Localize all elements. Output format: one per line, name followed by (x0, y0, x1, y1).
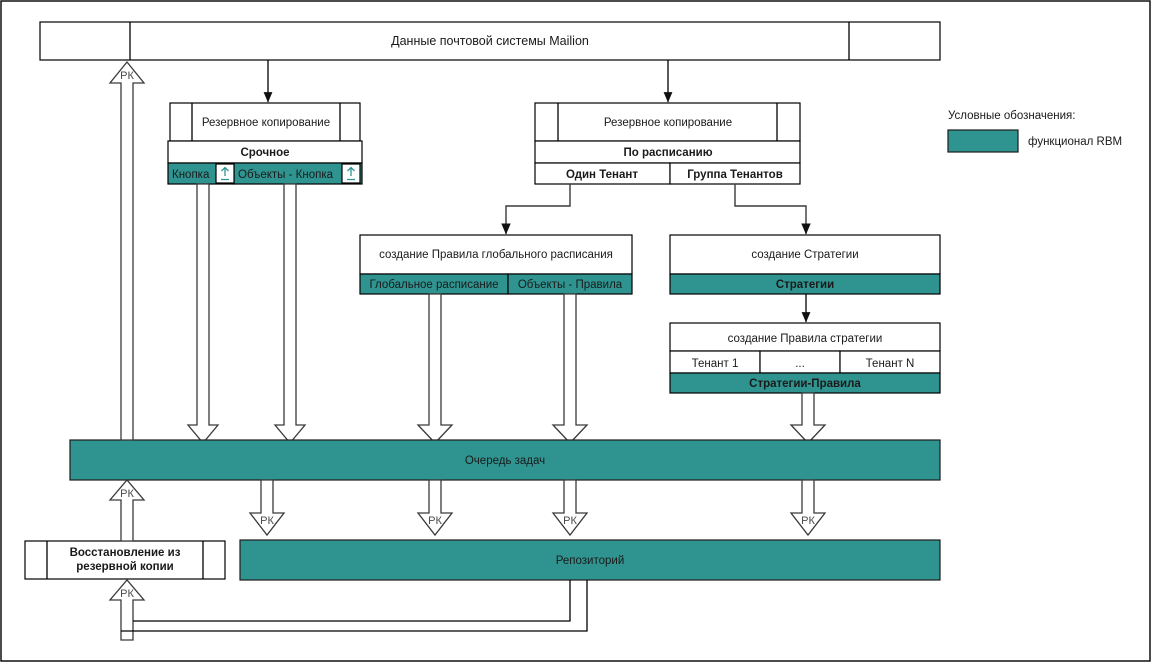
strategy-rule-header-label: создание Правила стратегии (728, 333, 883, 345)
tenant-1-label: ... (795, 358, 805, 370)
strategy-header-label: создание Стратегии (751, 249, 858, 261)
upload-icon (347, 166, 355, 181)
strategy-rule-footer-label: Стратегии-Правила (749, 378, 861, 390)
repository-bar (239, 539, 941, 581)
tenant-2-label: Тенант N (866, 358, 915, 370)
legend (947, 129, 1019, 153)
arrow-label-rk: РК (801, 515, 815, 527)
arrow-label-rk: РК (120, 488, 134, 500)
strategy-cell-0-label: Стратегии (776, 279, 834, 291)
strategy-box (669, 234, 941, 295)
arrow-label-rk: РК (120, 588, 134, 600)
restore-box-line2: резервной копии (76, 561, 173, 573)
upload-icon (221, 166, 229, 181)
tenant-0-label: Тенант 1 (692, 358, 739, 370)
scheduled-header-label: Резервное копирование (604, 117, 732, 129)
repository-inflow-arrows: РК РК РК РК (248, 479, 827, 537)
feedback-line-outer (121, 580, 588, 632)
queue-inflow-arrows (186, 183, 827, 445)
urgent-mode-label: Срочное (240, 147, 289, 159)
arrow-queue-to-top: РК (108, 60, 146, 441)
scheduled-backup-box (534, 102, 801, 185)
top-box-label: Данные почтовой системы Mailion (391, 34, 589, 48)
legend-item-0-label: функционал RBM (1028, 136, 1122, 148)
arrow-feedback-to-restore: РК (108, 578, 146, 641)
global-rule-header-label: создание Правила глобального расписания (379, 249, 613, 261)
restore-box-line1: Восстановление из (70, 547, 181, 559)
urgent-cell-0-label: Кнопка (172, 169, 210, 181)
scheduled-mode-label: По расписанию (623, 147, 712, 159)
arrow-label-rk: РК (120, 70, 134, 82)
arrow-label-rk: РК (260, 515, 274, 527)
urgent-backup-box (167, 102, 363, 185)
connector-group-to-strategy (734, 184, 811, 235)
queue-bar (69, 439, 941, 481)
repository-bar-label: Репозиторий (556, 555, 625, 567)
scheduled-cell-1-label: Группа Тенантов (687, 169, 783, 181)
legend-swatch (947, 129, 1019, 153)
legend-title: Условные обозначения: (948, 110, 1075, 122)
global-rule-cell-1-label: Объекты - Правила (518, 279, 623, 291)
urgent-header-label: Резервное копирование (202, 117, 330, 129)
global-rule-cell-0-label: Глобальное расписание (369, 279, 498, 291)
restore-box (24, 540, 226, 580)
scheduled-cell-0-label: Один Тенант (566, 169, 638, 181)
urgent-cell-1-label: Объекты - Кнопка (238, 169, 334, 181)
connector-tenant-to-global-rule (501, 184, 571, 235)
global-rule-box (359, 234, 633, 295)
arrow-label-rk: РК (563, 515, 577, 527)
arrow-label-rk: РК (428, 515, 442, 527)
arrow-restore-to-queue: РК (108, 478, 146, 542)
queue-bar-label: Очередь задач (465, 455, 545, 467)
strategy-rule-box (669, 322, 941, 394)
top-data-box (39, 21, 941, 61)
feedback-line-inner (133, 580, 571, 622)
